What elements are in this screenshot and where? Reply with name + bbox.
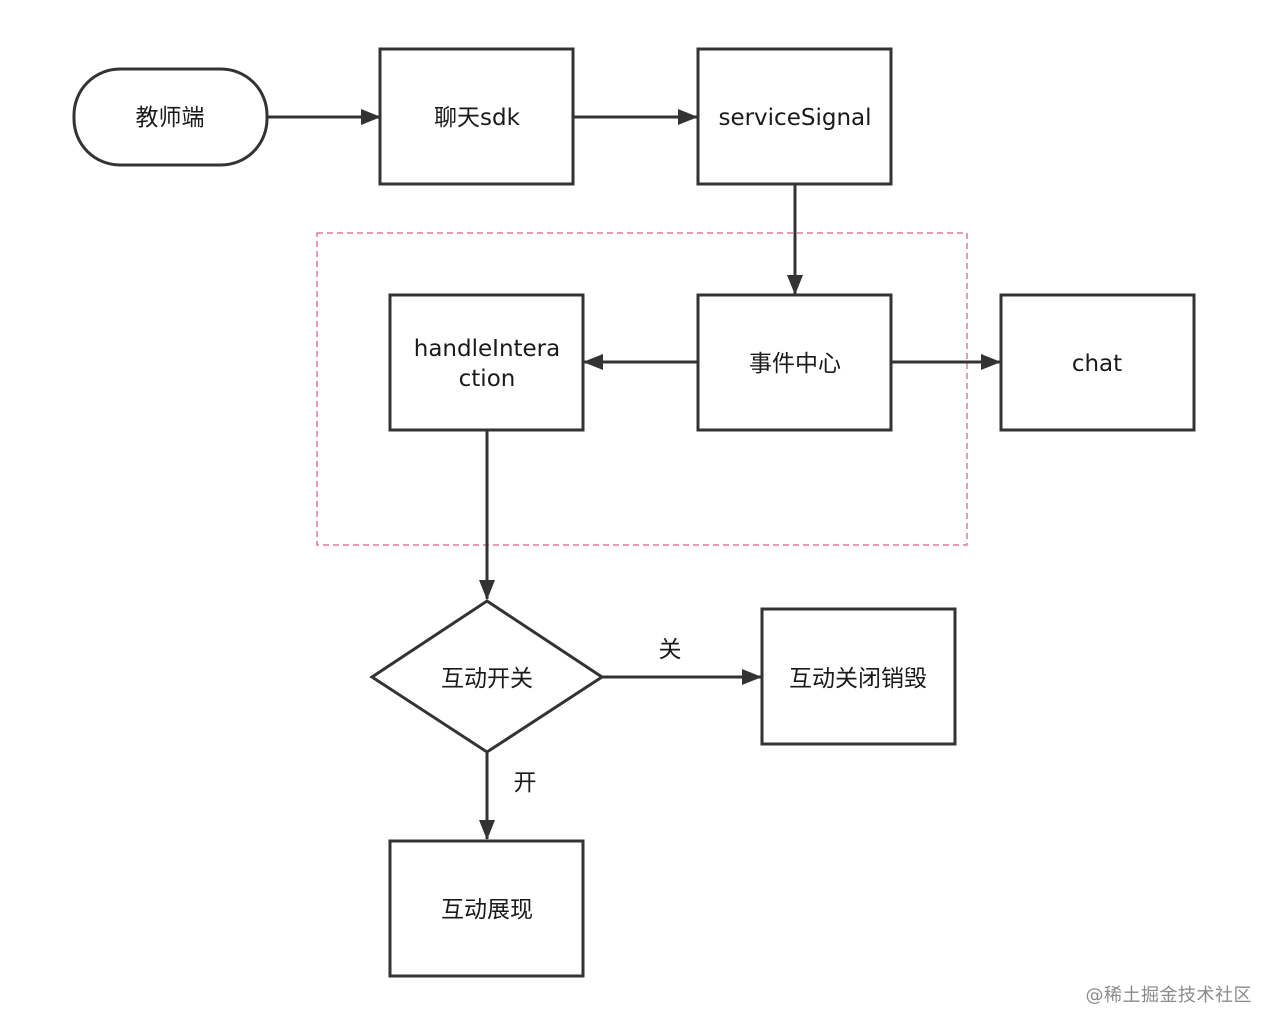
node-interaction-switch-label: 互动开关 — [441, 666, 533, 692]
edge-label-close: 关 — [659, 637, 682, 663]
group-boundary — [316, 232, 968, 546]
node-teacher-label: 教师端 — [136, 105, 205, 131]
node-teacher[interactable]: 教师端 — [72, 67, 269, 167]
edges — [267, 109, 1001, 840]
node-interaction-show-label: 互动展现 — [441, 897, 533, 923]
watermark-text: @稀土掘金技术社区 — [1085, 985, 1252, 1006]
node-chat-sdk[interactable]: 聊天sdk — [378, 47, 575, 186]
node-interaction-show[interactable]: 互动展现 — [388, 839, 585, 978]
node-chat-label: chat — [1072, 351, 1122, 377]
edge-label-open: 开 — [514, 770, 537, 796]
node-interaction-close-label: 互动关闭销毁 — [789, 666, 927, 692]
node-event-center[interactable]: 事件中心 — [696, 293, 893, 432]
node-handle-interaction-label-line1: handleIntera — [414, 336, 560, 362]
node-chat[interactable]: chat — [999, 293, 1196, 432]
node-handle-interaction[interactable]: handleIntera ction — [388, 293, 585, 432]
node-service-signal[interactable]: serviceSignal — [696, 47, 893, 186]
node-handle-interaction-label-line2: ction — [459, 366, 516, 392]
node-interaction-close[interactable]: 互动关闭销毁 — [760, 607, 957, 746]
node-event-center-label: 事件中心 — [749, 351, 841, 377]
node-chat-sdk-label: 聊天sdk — [434, 105, 521, 131]
node-interaction-switch[interactable]: 互动开关 — [369, 599, 605, 754]
node-service-signal-label: serviceSignal — [718, 105, 871, 131]
